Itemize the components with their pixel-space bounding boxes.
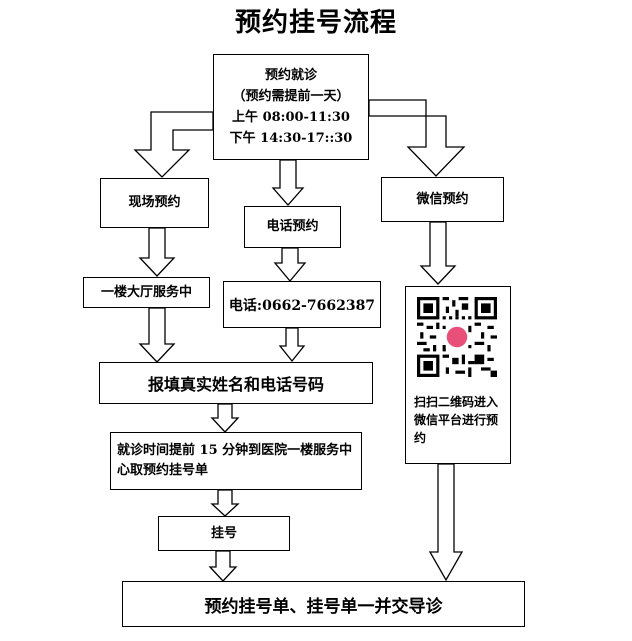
wechat-appointment-label: 微信预约 [416, 191, 469, 207]
arrow-fill-to-pickup [210, 403, 240, 433]
morning-hours: 上午 08:00-11:30 [232, 110, 350, 125]
onsite-appointment-label: 现场预约 [128, 195, 181, 210]
fill-name-phone-label: 报填真实姓名和电话号码 [147, 375, 324, 394]
phone-number: 电话:0662-7662387 [228, 297, 376, 314]
arrow-qr-to-final [428, 463, 464, 582]
appointment-heading: 预约就诊 [264, 68, 317, 83]
arrow-top-to-phone [271, 159, 305, 206]
phone-appointment-label: 电话预约 [266, 219, 319, 234]
arrow-register-to-final [208, 550, 238, 582]
final-submit-box: 预约挂号单、挂号单一并交导诊 [122, 581, 525, 627]
phone-appointment-box: 电话预约 [244, 206, 341, 248]
qr-logo-icon [446, 326, 468, 348]
pickup-ticket-label: 就诊时间提前 15 分钟到医院一楼服务中心取预约挂号单 [117, 443, 353, 478]
arrow-pickup-to-register [210, 489, 240, 517]
arrow-number-to-fill [278, 327, 306, 363]
qr-caption: 扫扫二维码进入微信平台进行预约 [414, 395, 499, 445]
onsite-appointment-box: 现场预约 [100, 178, 209, 228]
wechat-qr-code [417, 297, 497, 377]
lobby-service-box: 一楼大厅服务中 [83, 277, 210, 308]
fill-name-phone-box: 报填真实姓名和电话号码 [99, 362, 373, 404]
arrow-phone-to-number [273, 247, 307, 283]
arrow-onsite-to-hall [138, 227, 176, 277]
register-label: 挂号 [210, 525, 237, 541]
appointment-advance-note: （预约需提前一天） [232, 89, 350, 104]
final-submit-label: 预约挂号单、挂号单一并交导诊 [204, 596, 443, 617]
lobby-service-label: 一楼大厅服务中 [100, 284, 192, 300]
wechat-appointment-box: 微信预约 [381, 177, 504, 222]
afternoon-hours: 下午 14:30-17::30 [229, 131, 353, 146]
wechat-qr-box: 扫扫二维码进入微信平台进行预约 [405, 286, 511, 464]
arrow-top-to-onsite [133, 111, 214, 178]
arrow-top-to-wechat [368, 99, 466, 177]
page-title: 预约挂号流程 [234, 8, 397, 38]
phone-number-box: 电话:0662-7662387 [223, 281, 381, 328]
arrow-hall-to-fill [138, 307, 176, 363]
register-box: 挂号 [158, 516, 290, 551]
pickup-ticket-box: 就诊时间提前 15 分钟到医院一楼服务中心取预约挂号单 [110, 432, 362, 490]
arrow-wechat-to-qr [419, 221, 457, 285]
appointment-hours-box: 预约就诊 （预约需提前一天） 上午 08:00-11:30 下午 14:30-1… [213, 54, 369, 160]
